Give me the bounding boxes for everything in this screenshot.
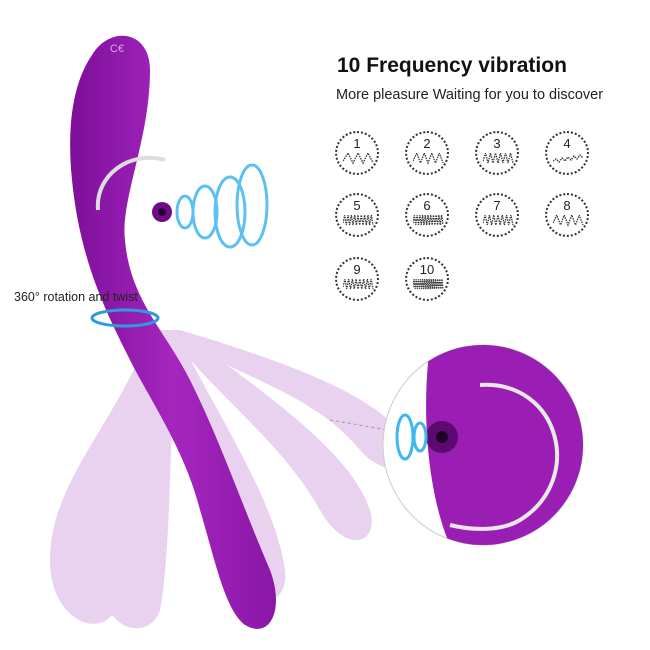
waveform-icon bbox=[553, 215, 584, 227]
vibration-mode-4: 4 bbox=[545, 131, 589, 175]
product-body bbox=[70, 35, 276, 629]
vibration-mode-2: 2 bbox=[405, 131, 449, 175]
vibration-mode-10: 10 bbox=[405, 257, 449, 301]
vibration-mode-9: 9 bbox=[335, 257, 379, 301]
mode-number: 7 bbox=[493, 198, 501, 213]
rotation-label: 360° rotation and twist bbox=[14, 290, 138, 304]
mode-number: 6 bbox=[423, 198, 431, 213]
vibration-mode-5: 5 bbox=[335, 193, 379, 237]
vibration-mode-6: 6 bbox=[405, 193, 449, 237]
waveform-icon bbox=[343, 279, 374, 290]
mode-number: 10 bbox=[419, 262, 435, 277]
mode-number: 9 bbox=[353, 262, 361, 277]
vibration-mode-1: 1 bbox=[335, 131, 379, 175]
mode-number: 4 bbox=[563, 136, 571, 151]
chrome-ring bbox=[95, 155, 166, 211]
vibration-mode-7: 7 bbox=[475, 193, 519, 237]
ce-mark: C€ bbox=[110, 43, 124, 55]
waveform-icon bbox=[413, 279, 444, 290]
page-subtitle: More pleasure Waiting for you to discove… bbox=[336, 87, 604, 103]
waveform-icon bbox=[483, 153, 514, 164]
waveform-icon bbox=[413, 215, 444, 226]
mode-number: 8 bbox=[563, 198, 571, 213]
vibration-mode-3: 3 bbox=[475, 131, 519, 175]
waveform-icon bbox=[343, 215, 374, 226]
mode-number: 1 bbox=[353, 136, 361, 151]
rotation-arrow-icon bbox=[90, 308, 160, 328]
suction-waves-icon bbox=[175, 163, 269, 249]
waveform-icon bbox=[483, 215, 514, 226]
waveform-icon bbox=[413, 153, 444, 165]
page-title: 10 Frequency vibration bbox=[337, 54, 567, 77]
vibration-mode-8: 8 bbox=[545, 193, 589, 237]
mode-number: 5 bbox=[353, 198, 361, 213]
mode-number: 3 bbox=[493, 136, 501, 151]
mode-number: 2 bbox=[423, 136, 431, 151]
waveform-icon bbox=[553, 154, 584, 163]
waveform-icon bbox=[343, 153, 374, 165]
detail-zoom-circle bbox=[382, 344, 584, 546]
